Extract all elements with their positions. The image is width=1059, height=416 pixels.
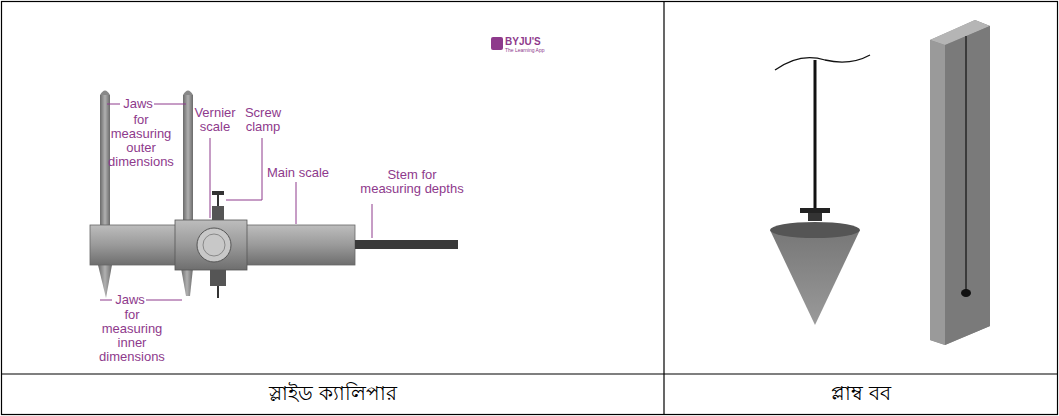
part-label: Main scale [262, 166, 334, 180]
table-cell: স্লাইড ক্যালিপার [2, 381, 664, 405]
part-label: for measuring outer dimensions [104, 113, 178, 169]
part-label: Jaws [110, 293, 150, 307]
table-cell: প্লাম্ব বব [665, 381, 1057, 405]
part-label: Stem for measuring depths [357, 168, 467, 196]
part-label: Screw clamp [240, 106, 286, 134]
part-label: Vernier scale [190, 106, 240, 134]
part-label: Jaws [118, 97, 158, 111]
logo-tagline: The Learning App [505, 47, 565, 54]
logo-text: BYJU'S [505, 36, 565, 48]
part-label: for measuring inner dimensions [94, 308, 170, 364]
